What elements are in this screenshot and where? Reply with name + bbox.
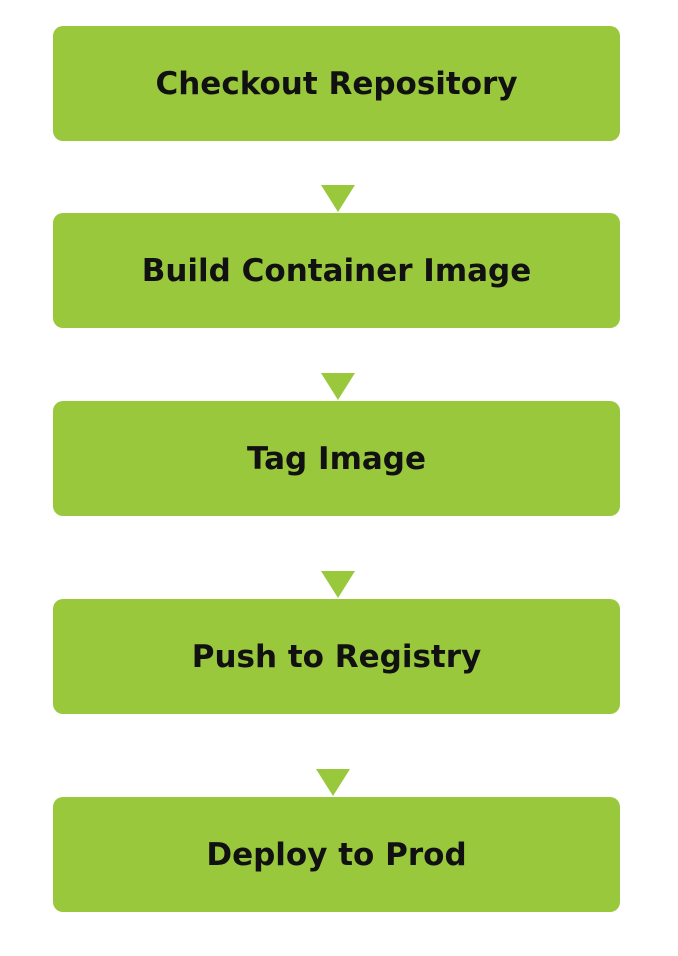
step-deploy-to-prod: Deploy to Prod [53, 797, 620, 912]
step-label: Deploy to Prod [206, 836, 467, 873]
step-push-to-registry: Push to Registry [53, 599, 620, 714]
down-arrow-icon [316, 769, 350, 796]
step-label: Checkout Repository [155, 65, 518, 102]
down-arrow-icon [321, 571, 355, 598]
down-arrow-icon [321, 185, 355, 212]
step-label: Tag Image [246, 440, 427, 477]
step-build-container-image: Build Container Image [53, 213, 620, 328]
down-arrow-icon [321, 373, 355, 400]
step-tag-image: Tag Image [53, 401, 620, 516]
step-label: Build Container Image [141, 252, 532, 289]
step-label: Push to Registry [191, 638, 482, 675]
step-checkout-repository: Checkout Repository [53, 26, 620, 141]
